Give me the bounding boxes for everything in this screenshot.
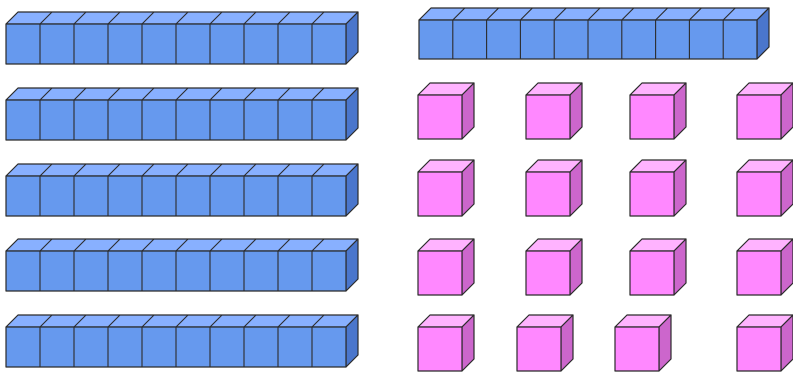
cube-front-face: [418, 172, 462, 216]
cube-front-face: [418, 95, 462, 139]
unit-cube: [630, 239, 686, 295]
unit-cube: [737, 239, 793, 295]
cube-front-face: [418, 251, 462, 295]
unit-cube: [737, 160, 793, 216]
unit-cube: [615, 315, 671, 371]
unit-cube: [517, 315, 573, 371]
cube-front-face: [737, 251, 781, 295]
cube-front-face: [418, 327, 462, 371]
unit-cubes-group: [418, 83, 793, 371]
cube-front-face: [526, 172, 570, 216]
unit-cube: [418, 315, 474, 371]
ten-rod: [6, 88, 358, 140]
cube-front-face: [630, 172, 674, 216]
cube-front-face: [630, 251, 674, 295]
cube-front-face: [630, 95, 674, 139]
unit-cube: [737, 315, 793, 371]
unit-cube: [630, 83, 686, 139]
cube-front-face: [526, 95, 570, 139]
unit-cube: [526, 160, 582, 216]
cube-front-face: [615, 327, 659, 371]
ten-rod: [6, 315, 358, 367]
unit-cube: [526, 83, 582, 139]
unit-cube: [418, 239, 474, 295]
unit-cube: [737, 83, 793, 139]
cube-front-face: [517, 327, 561, 371]
ten-rod: [6, 239, 358, 291]
unit-cube: [526, 239, 582, 295]
ten-rod: [6, 164, 358, 216]
cube-front-face: [737, 172, 781, 216]
ten-rod: [6, 12, 358, 64]
cube-front-face: [737, 327, 781, 371]
ten-rod: [419, 8, 769, 59]
unit-cube: [418, 160, 474, 216]
cube-front-face: [737, 95, 781, 139]
unit-cube: [418, 83, 474, 139]
cube-front-face: [526, 251, 570, 295]
unit-cube: [630, 160, 686, 216]
